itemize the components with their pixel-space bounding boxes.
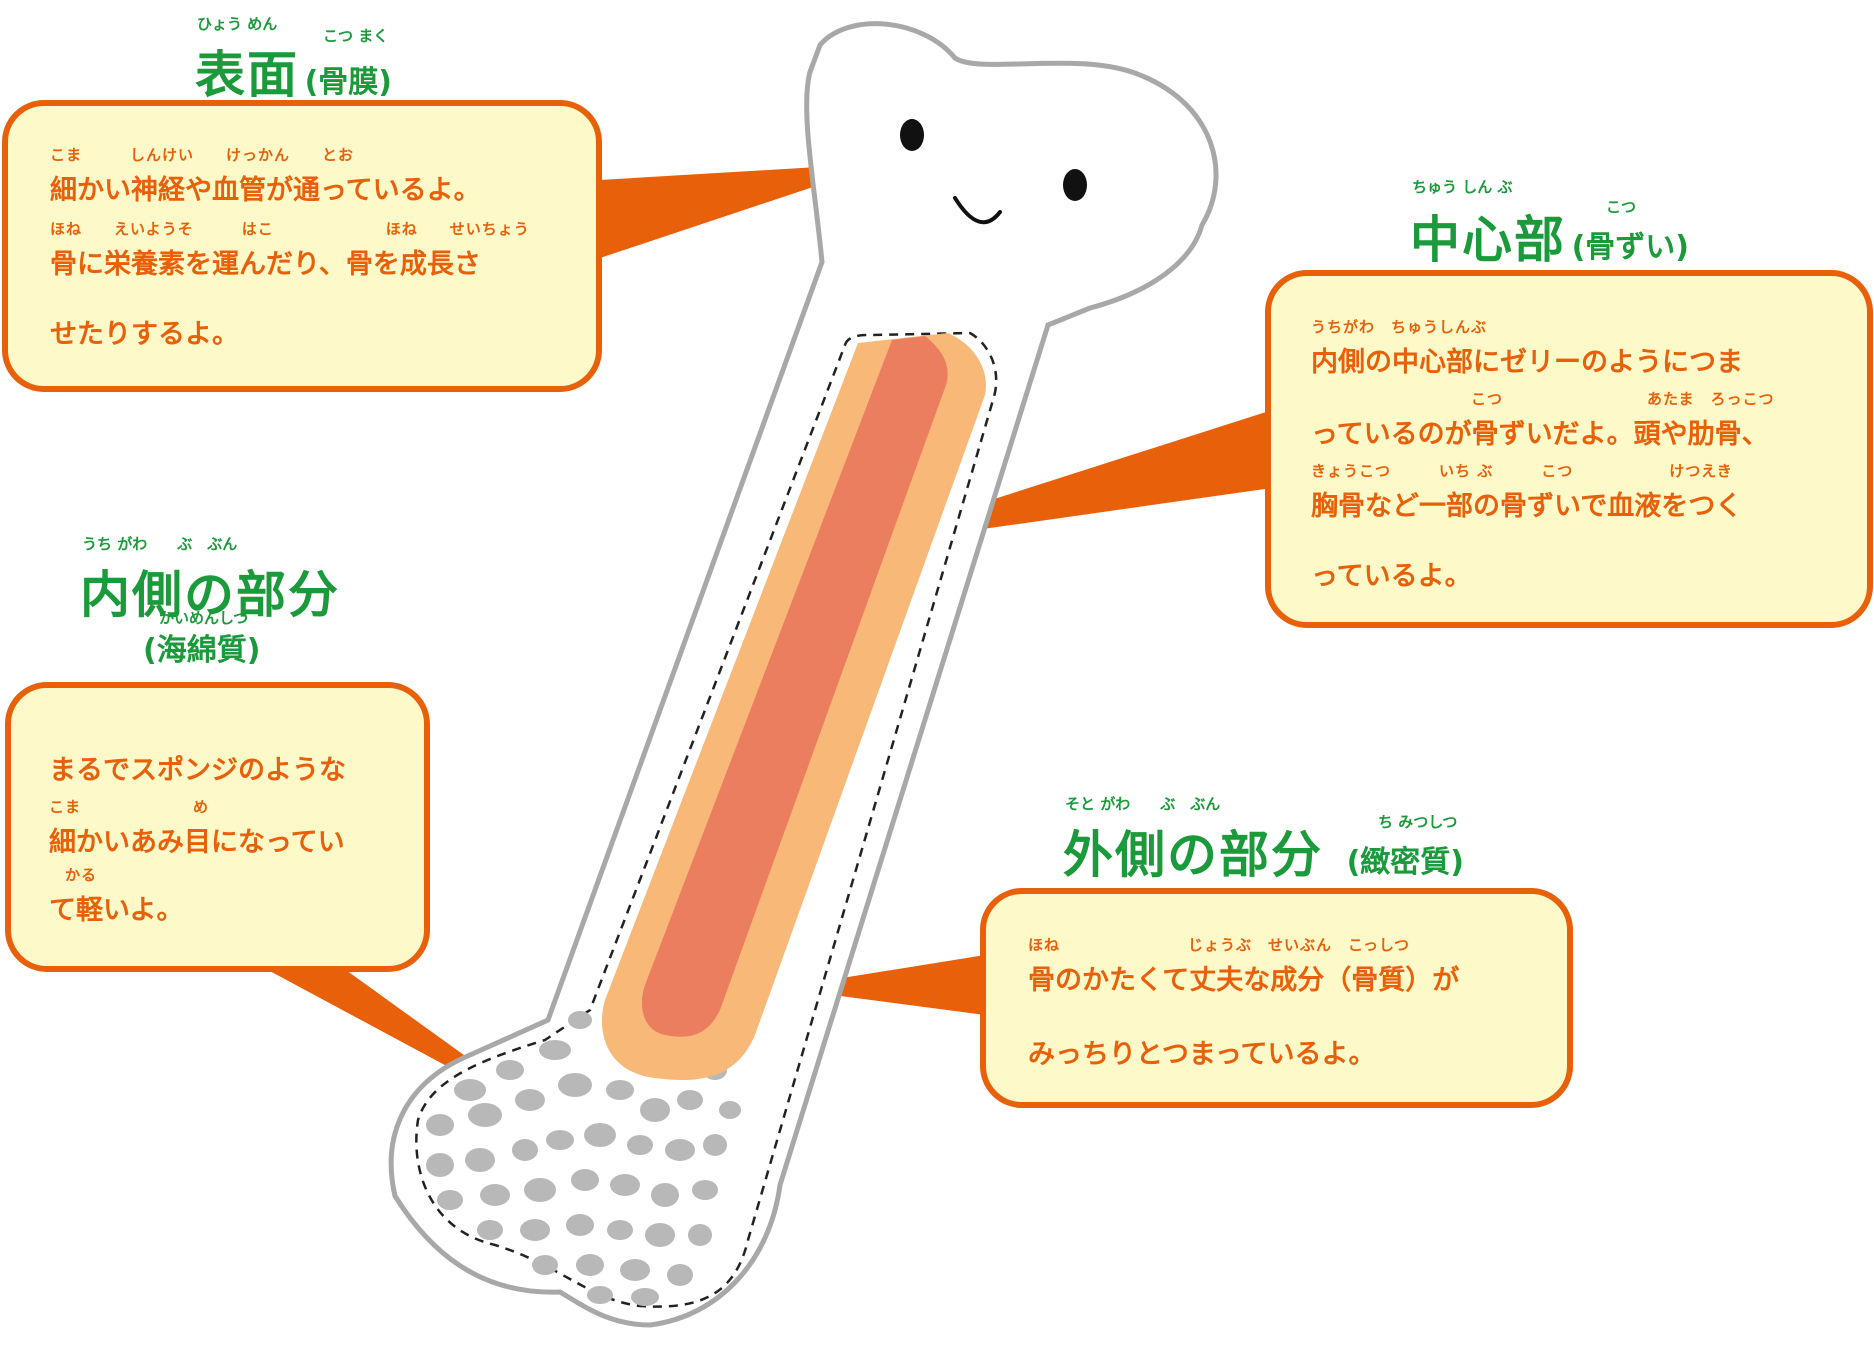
inner-line-1: まるでスポンジのような [49,748,346,787]
center-line-2-ruby: こつ あたま ろっこつ [1311,390,1775,408]
inner-heading: 内側の部分 [80,566,340,624]
outer-heading-sub: (緻密質) [1346,845,1464,880]
center-line-4: っているよ。 [1311,554,1472,593]
left-eye [900,119,924,151]
inner-sub-ruby: かいめんしつ [159,609,249,627]
surface-line-1-ruby: こま しんけい けっかん とお [50,146,355,164]
surface-line-2-text: 骨に栄養素を運んだり、骨を成長さ [50,249,481,280]
inner-line-3: かる て軽いよ。 [49,866,184,927]
smile [953,196,1002,225]
inner-line-3-ruby: かる [49,866,98,884]
outer-line-1-text: 骨のかたくて丈夫な成分（骨質）が [1028,965,1460,996]
outer-heading-block: そと がわ ぶ ぶん ち みつしつ 外側の部分 (緻密質) [1063,795,1464,887]
center-heading-ruby: ちゅう しん ぶ [1412,178,1513,196]
inner-line-2: こま め 細かいあみ目になってい [49,798,345,859]
surface-line-1-text: 細かい神経や血管が通っているよ。 [50,175,481,206]
center-line-1: うちがわ ちゅうしんぶ 内側の中心部にゼリーのようにつま [1311,318,1743,379]
inner-bubble: まるでスポンジのような こま め 細かいあみ目になってい かる て軽いよ。 [5,682,430,972]
surface-heading-sub: (骨膜) [304,65,392,100]
marrow-inner-layer [641,336,948,1037]
surface-line-3-text: せたりするよ。 [50,319,239,350]
outer-line-1-ruby: ほね じょうぶ せいぶん こっしつ [1028,936,1411,954]
inner-sub-block: かいめんしつ (海綿質) [143,609,261,669]
center-heading-block: ちゅう しん ぶ こつ 中心部 (骨ずい) [1410,178,1689,272]
center-line-2: こつ あたま ろっこつ っているのが骨ずいだよ。頭や肋骨、 [1311,390,1774,451]
outer-bubble: ほね じょうぶ せいぶん こっしつ 骨のかたくて丈夫な成分（骨質）が みっちりと… [980,888,1573,1108]
inner-heading-sub: (海綿質) [143,633,261,668]
surface-heading-ruby: ひょう めん [197,15,278,33]
inner-line-2-ruby: こま め [49,798,210,816]
outer-sub-ruby: ち みつしつ [1378,813,1458,831]
compact-bone-dashed-boundary [415,331,998,1308]
outer-line-2: みっちりとつまっているよ。 [1028,1032,1376,1071]
outer-pointer [780,955,985,1015]
spongy-bone-region [426,1011,741,1306]
center-heading-sub: (骨ずい) [1571,230,1689,265]
inner-line-2-text: 細かいあみ目になってい [49,827,345,858]
surface-line-2-ruby: ほね えいようそ はこ ほね せいちょう [50,220,530,238]
right-eye [1063,169,1087,201]
surface-heading: 表面 [195,46,299,104]
inner-heading-ruby: うち がわ ぶ ぶん [82,535,238,553]
surface-bubble: こま しんけい けっかん とお 細かい神経や血管が通っているよ。 ほね えいよう… [2,100,602,392]
inner-line-1-text: まるでスポンジのような [49,755,346,786]
surface-line-1: こま しんけい けっかん とお 細かい神経や血管が通っているよ。 [50,146,481,207]
center-bubble: うちがわ ちゅうしんぶ 内側の中心部にゼリーのようにつま こつ あたま ろっこつ… [1265,270,1873,628]
outer-heading-ruby: そと がわ ぶ ぶん [1065,795,1221,813]
center-line-2-text: っているのが骨ずいだよ。頭や肋骨、 [1311,419,1769,450]
surface-sub-ruby: こつ まく [323,27,389,45]
center-line-3-text: 胸骨など一部の骨ずいで血液をつく [1311,491,1743,522]
surface-heading-block: ひょう めん こつ まく 表面 (骨膜) [195,15,392,107]
center-line-3: きょうこつ いち ぶ こつ けつえき 胸骨など一部の骨ずいで血液をつく [1311,462,1743,523]
inner-line-3-text: て軽いよ。 [49,895,184,926]
inner-heading-block: うち がわ ぶ ぶん 内側の部分 [80,535,340,627]
surface-line-3: せたりするよ。 [50,312,239,351]
center-heading: 中心部 [1410,211,1566,269]
surface-line-2: ほね えいようそ はこ ほね せいちょう 骨に栄養素を運んだり、骨を成長さ [50,220,529,281]
center-sub-ruby: こつ [1606,198,1637,216]
outer-line-2-text: みっちりとつまっているよ。 [1028,1039,1376,1070]
center-line-3-ruby: きょうこつ いち ぶ こつ けつえき [1311,462,1733,480]
outer-line-1: ほね じょうぶ せいぶん こっしつ 骨のかたくて丈夫な成分（骨質）が [1028,936,1460,997]
center-line-4-text: っているよ。 [1311,561,1472,592]
outer-heading: 外側の部分 [1063,826,1323,884]
center-line-1-text: 内側の中心部にゼリーのようにつま [1311,347,1743,378]
center-line-1-ruby: うちがわ ちゅうしんぶ [1311,318,1488,336]
